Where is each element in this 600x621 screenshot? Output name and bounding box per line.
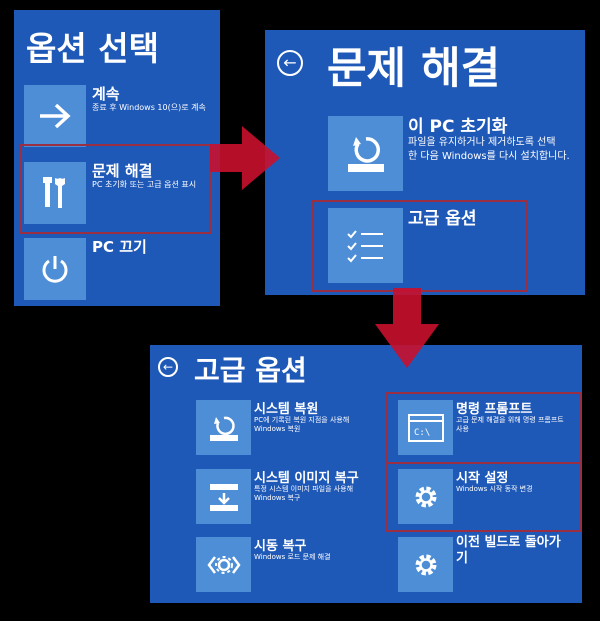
red-arrow-right bbox=[210, 126, 280, 190]
option-description: 종료 후 Windows 10(으)로 계속 bbox=[92, 103, 206, 112]
option-command-prompt[interactable]: C:\ 명령 프롬프트 고급 문제 해결을 위해 명령 프롬프트 사용 bbox=[398, 400, 578, 456]
option-description: 파일을 유지하거나 제거하도록 선택 한 다음 Windows를 다시 설치합니… bbox=[408, 136, 570, 163]
title-line: 기 bbox=[456, 551, 468, 567]
description-line: Windows 복구 bbox=[254, 494, 301, 503]
startup-repair-icon bbox=[196, 537, 251, 592]
option-continue[interactable]: 계속 종료 후 Windows 10(으)로 계속 bbox=[24, 85, 214, 147]
option-title: 시동 복구 bbox=[254, 539, 307, 554]
command-prompt-icon: C:\ bbox=[398, 400, 453, 455]
page-title: 문제 해결 bbox=[327, 44, 501, 94]
option-title: PC 끄기 bbox=[92, 238, 147, 256]
advanced-options-highlight-box bbox=[312, 200, 528, 292]
option-system-image-recovery[interactable]: 시스템 이미지 복구 특정 시스템 이미지 파일을 사용해 Windows 복구 bbox=[196, 469, 386, 525]
command-prompt-highlight-box bbox=[386, 392, 582, 464]
option-startup-settings[interactable]: 시작 설정 Windows 시작 동작 변경 bbox=[398, 469, 578, 525]
option-description: PC에 기록된 복원 지점을 사용해 Windows 복원 bbox=[254, 416, 349, 435]
option-startup-repair[interactable]: 시동 복구 Windows 로드 문제 해결 bbox=[196, 537, 386, 593]
description-line: 파일을 유지하거나 제거하도록 선택 bbox=[408, 137, 556, 148]
option-title: 이전 빌드로 돌아가 기 bbox=[456, 535, 561, 568]
option-troubleshoot[interactable]: 문제 해결 PC 초기화 또는 고급 옵션 표시 bbox=[24, 162, 214, 224]
option-title: 시스템 이미지 복구 bbox=[254, 471, 359, 486]
prompt-text: C:\ bbox=[414, 428, 430, 438]
option-title: 시작 설정 bbox=[456, 471, 509, 486]
image-recovery-icon bbox=[196, 469, 251, 524]
option-title: 시스템 복원 bbox=[254, 402, 319, 417]
option-title: 고급 옵션 bbox=[408, 209, 477, 229]
tools-icon bbox=[24, 162, 86, 224]
option-go-back-previous-build[interactable]: 이전 빌드로 돌아가 기 bbox=[398, 535, 578, 593]
description-line: Windows 로드 문제 해결 bbox=[254, 553, 331, 561]
description-line: Windows 복원 bbox=[254, 425, 301, 434]
description-line: 특정 시스템 이미지 파일을 사용해 bbox=[254, 485, 354, 493]
option-title: 명령 프롬프트 bbox=[456, 402, 533, 417]
option-description: Windows 시작 동작 변경 bbox=[456, 485, 533, 494]
option-title: 계속 bbox=[92, 85, 120, 103]
page-title: 옵션 선택 bbox=[26, 29, 159, 68]
red-arrow-down bbox=[375, 288, 439, 368]
option-description: 특정 시스템 이미지 파일을 사용해 Windows 복구 bbox=[254, 485, 353, 504]
choose-option-panel: 옵션 선택 계속 종료 후 Windows 10(으)로 계속 문제 해결 PC… bbox=[14, 10, 220, 306]
page-title: 고급 옵션 bbox=[194, 354, 307, 387]
arrow-right-icon bbox=[24, 85, 86, 147]
option-advanced-options[interactable]: 고급 옵션 bbox=[328, 208, 578, 284]
reset-pc-icon bbox=[328, 116, 403, 191]
startup-settings-highlight-box bbox=[386, 462, 582, 532]
title-line: 이전 빌드로 돌아가 bbox=[456, 535, 561, 550]
option-description: Windows 로드 문제 해결 bbox=[254, 553, 331, 562]
power-icon bbox=[24, 238, 86, 300]
description-line: 고급 문제 해결을 위해 명령 프롬프트 bbox=[456, 416, 564, 424]
option-description: PC 초기화 또는 고급 옵션 표시 bbox=[92, 180, 197, 189]
back-arrow-icon[interactable]: ← bbox=[277, 50, 303, 76]
option-title: 문제 해결 bbox=[92, 162, 153, 180]
option-turn-off-pc[interactable]: PC 끄기 bbox=[24, 238, 214, 300]
troubleshoot-highlight-box bbox=[19, 144, 211, 234]
advanced-options-panel: ← 고급 옵션 시스템 복원 PC에 기록된 복원 지점을 사용해 Window… bbox=[150, 345, 582, 603]
troubleshoot-panel: ← 문제 해결 이 PC 초기화 파일을 유지하거나 제거하도록 선택 한 다음… bbox=[265, 30, 585, 295]
description-line: PC에 기록된 복원 지점을 사용해 bbox=[254, 416, 350, 424]
description-line: 한 다음 Windows를 다시 설치합니다. bbox=[408, 150, 570, 162]
gear-icon bbox=[398, 537, 453, 592]
option-title: 이 PC 초기화 bbox=[408, 117, 508, 137]
description-line: Windows 시작 동작 변경 bbox=[456, 485, 533, 493]
description-line: 사용 bbox=[456, 425, 469, 434]
option-reset-pc[interactable]: 이 PC 초기화 파일을 유지하거나 제거하도록 선택 한 다음 Windows… bbox=[328, 116, 578, 192]
gear-icon bbox=[398, 469, 453, 524]
option-system-restore[interactable]: 시스템 복원 PC에 기록된 복원 지점을 사용해 Windows 복원 bbox=[196, 400, 386, 456]
checklist-icon bbox=[328, 208, 403, 283]
option-description: 고급 문제 해결을 위해 명령 프롬프트 사용 bbox=[456, 416, 564, 435]
system-restore-icon bbox=[196, 400, 251, 455]
back-arrow-icon[interactable]: ← bbox=[158, 357, 178, 377]
